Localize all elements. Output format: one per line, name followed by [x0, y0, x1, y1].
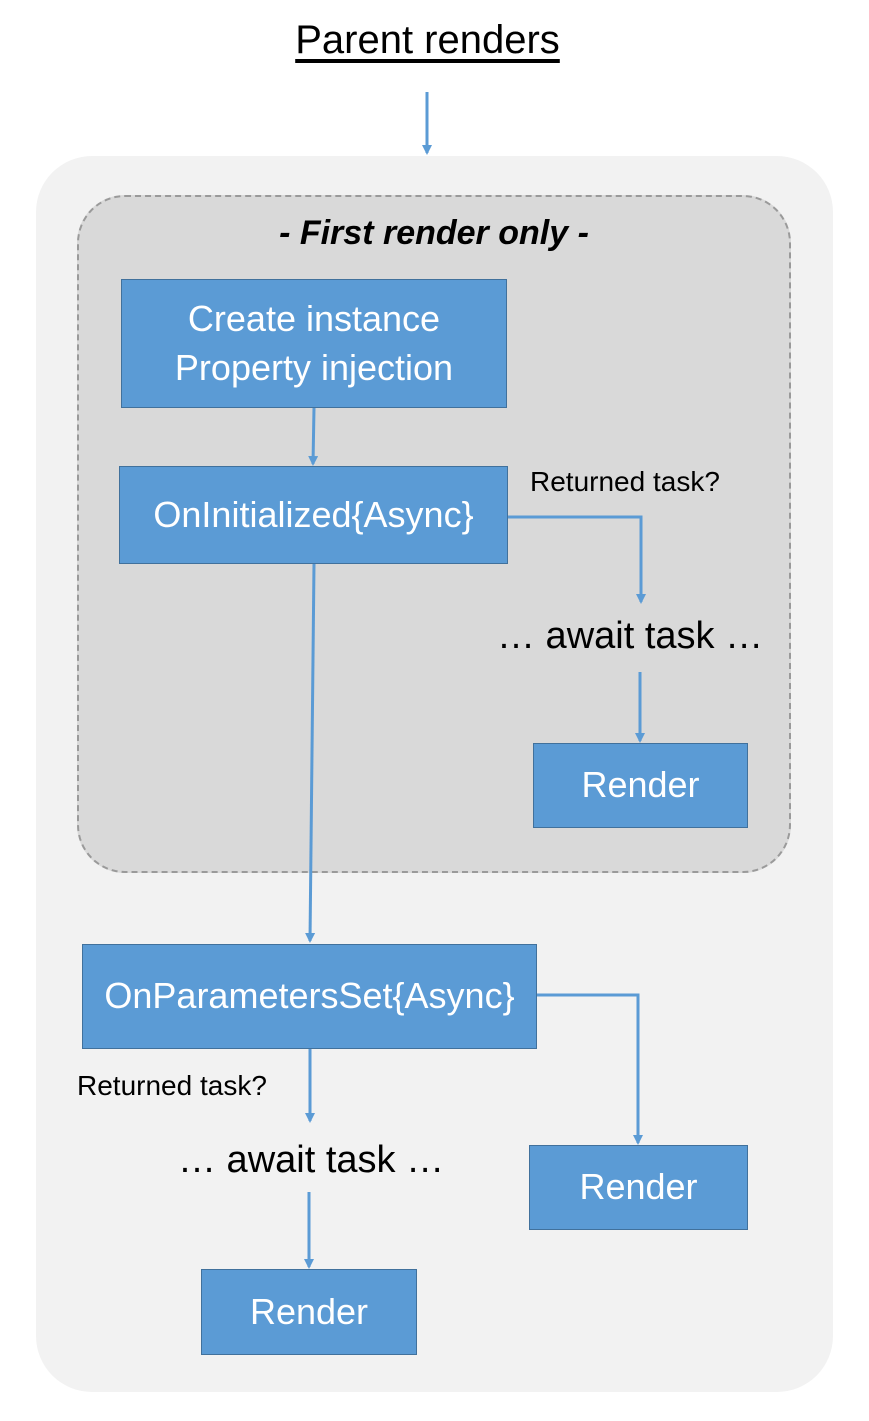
returned-task-label-1: Returned task? [530, 466, 720, 497]
render-box-3: Render [529, 1145, 748, 1230]
arrow-create-to-oninitialized [308, 407, 319, 466]
await-task-1: … await task … [497, 615, 764, 657]
first-render-label: - First render only - [279, 214, 589, 252]
arrow-oninitialized-to-onparametersset [305, 563, 316, 943]
onparametersset-label: OnParametersSet{Async} [104, 975, 515, 1017]
render-box-2: Render [201, 1269, 417, 1355]
returned-task-label-2: Returned task? [77, 1070, 267, 1101]
render-label-2: Render [249, 1290, 369, 1332]
render-label-1: Render [581, 764, 700, 806]
page-title: Parent renders [295, 18, 560, 62]
await-task-2: … await task … [178, 1139, 445, 1181]
oninitialized-label: OnInitialized{Async} [153, 493, 474, 535]
create-instance-box: Create instance Property injection [121, 279, 507, 408]
onparametersset-box: OnParametersSet{Async} [82, 944, 537, 1049]
render-label-3: Render [579, 1166, 698, 1208]
oninitialized-box: OnInitialized{Async} [119, 466, 508, 564]
render-box-1: Render [533, 743, 748, 828]
property-injection-label: Property injection [174, 346, 454, 388]
arrow-oninitialized-to-await [508, 515, 646, 604]
arrow-onparametersset-to-render-3 [537, 993, 643, 1145]
create-instance-label: Create instance [187, 297, 441, 339]
